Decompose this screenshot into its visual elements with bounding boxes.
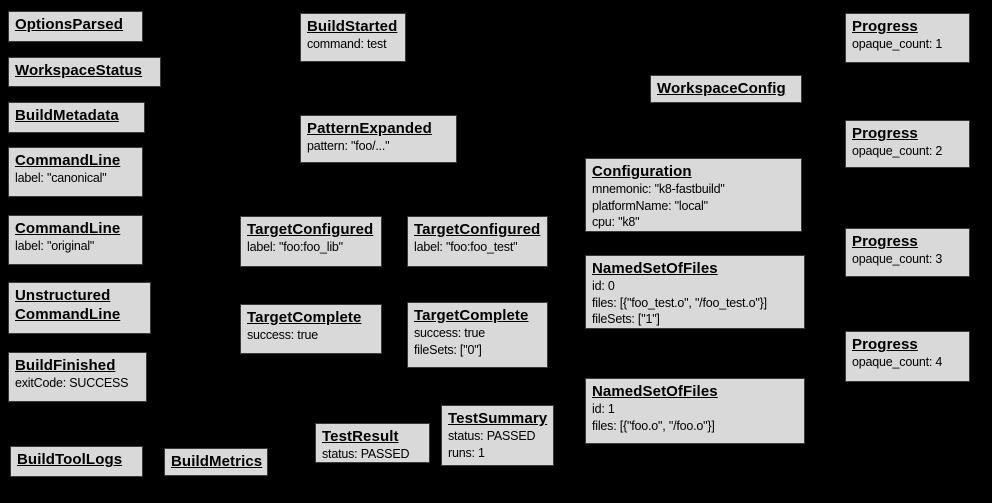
event-node-build-tool-logs: BuildToolLogs <box>10 446 143 477</box>
node-title: TestSummary <box>448 410 548 427</box>
event-node-progress-2: Progress opaque_count: 2 <box>845 120 970 168</box>
node-field: opaque_count: 4 <box>852 355 943 369</box>
node-field: fileSets: ["0"] <box>414 342 482 357</box>
event-node-test-result: TestResult status: PASSED <box>315 423 430 463</box>
event-node-test-summary: TestSummary status: PASSED runs: 1 <box>441 405 554 466</box>
node-title: Progress <box>852 125 918 142</box>
event-node-build-metrics: BuildMetrics <box>164 448 268 476</box>
node-title: BuildMetadata <box>15 107 119 124</box>
event-node-target-configured-foo-test: TargetConfigured label: "foo:foo_test" <box>407 216 548 267</box>
event-node-build-finished: BuildFinished exitCode: SUCCESS <box>8 352 147 402</box>
event-node-pattern-expanded: PatternExpanded pattern: "foo/..." <box>300 115 457 163</box>
event-node-configuration: Configuration mnemonic: "k8-fastbuild" pla… <box>585 158 802 232</box>
node-field: files: [{"foo.o", "/foo.o"}] <box>592 418 715 433</box>
node-field: opaque_count: 2 <box>852 144 943 158</box>
node-title: TargetConfigured <box>247 221 374 238</box>
node-title: BuildStarted <box>307 18 398 35</box>
event-node-workspace-config: WorkspaceConfig <box>650 75 802 103</box>
node-title: BuildMetrics <box>171 453 263 470</box>
event-node-options-parsed: OptionsParsed <box>8 11 143 42</box>
node-field: id: 0 <box>592 279 615 293</box>
node-title: BuildToolLogs <box>17 451 123 468</box>
node-field: success: true <box>414 326 486 340</box>
event-node-build-metadata: BuildMetadata <box>8 102 145 133</box>
node-field: exitCode: SUCCESS <box>15 376 129 390</box>
node-field: command: test <box>307 37 387 51</box>
node-field: files: [{"foo_test.o", "/foo_test.o"}] <box>592 295 767 310</box>
node-title: Progress <box>852 233 918 250</box>
node-title: Progress <box>852 336 918 353</box>
event-node-target-complete-foo-test: TargetComplete success: true fileSets: ["0… <box>407 302 548 368</box>
node-title: BuildFinished <box>15 357 116 374</box>
node-field: runs: 1 <box>448 445 485 460</box>
event-node-command-line-original: CommandLine label: "original" <box>8 215 143 265</box>
node-title: Configuration <box>592 163 692 180</box>
event-node-build-started: BuildStarted command: test <box>300 13 406 62</box>
node-title: WorkspaceConfig <box>657 80 786 97</box>
node-field: label: "original" <box>15 239 95 253</box>
node-title: PatternExpanded <box>307 120 432 137</box>
node-title: TestResult <box>322 428 399 445</box>
event-node-workspace-status: WorkspaceStatus <box>8 57 161 87</box>
node-title: CommandLine <box>15 220 121 237</box>
event-node-progress-3: Progress opaque_count: 3 <box>845 228 970 277</box>
node-title: TargetConfigured <box>414 221 541 238</box>
node-field: cpu: "k8" <box>592 215 640 229</box>
node-field: fileSets: ["1"] <box>592 312 660 326</box>
node-title: NamedSetOfFiles <box>592 260 718 277</box>
event-node-named-set-of-files-1: NamedSetOfFiles id: 1 files: [{"foo.o", "/… <box>585 378 805 444</box>
node-field: pattern: "foo/..." <box>307 139 390 153</box>
event-node-command-line-canonical: CommandLine label: "canonical" <box>8 147 143 197</box>
node-title: Unstructured CommandLine <box>15 287 121 323</box>
node-field: label: "foo:foo_lib" <box>247 240 343 254</box>
event-node-unstructured-command-line: Unstructured CommandLine <box>8 282 151 334</box>
node-field: success: true <box>247 328 319 342</box>
node-title: NamedSetOfFiles <box>592 383 718 400</box>
node-title: Progress <box>852 18 918 35</box>
event-node-progress-4: Progress opaque_count: 4 <box>845 331 970 382</box>
node-field: label: "canonical" <box>15 171 107 185</box>
event-node-named-set-of-files-0: NamedSetOfFiles id: 0 files: [{"foo_test.o… <box>585 255 805 329</box>
node-title: TargetComplete <box>247 309 362 326</box>
event-node-progress-1: Progress opaque_count: 1 <box>845 13 970 63</box>
node-field: platformName: "local" <box>592 198 708 213</box>
node-title: TargetComplete <box>414 307 529 324</box>
node-field: id: 1 <box>592 402 615 416</box>
event-node-target-complete-foo-lib: TargetComplete success: true <box>240 304 382 354</box>
node-title: CommandLine <box>15 152 121 169</box>
node-field: opaque_count: 1 <box>852 37 943 51</box>
node-title: WorkspaceStatus <box>15 62 143 79</box>
node-field: status: PASSED <box>322 447 410 461</box>
node-field: mnemonic: "k8-fastbuild" <box>592 182 725 196</box>
node-title: OptionsParsed <box>15 16 123 33</box>
node-field: opaque_count: 3 <box>852 252 943 266</box>
node-field: label: "foo:foo_test" <box>414 240 518 254</box>
event-node-target-configured-foo-lib: TargetConfigured label: "foo:foo_lib" <box>240 216 382 267</box>
node-field: status: PASSED <box>448 429 536 443</box>
